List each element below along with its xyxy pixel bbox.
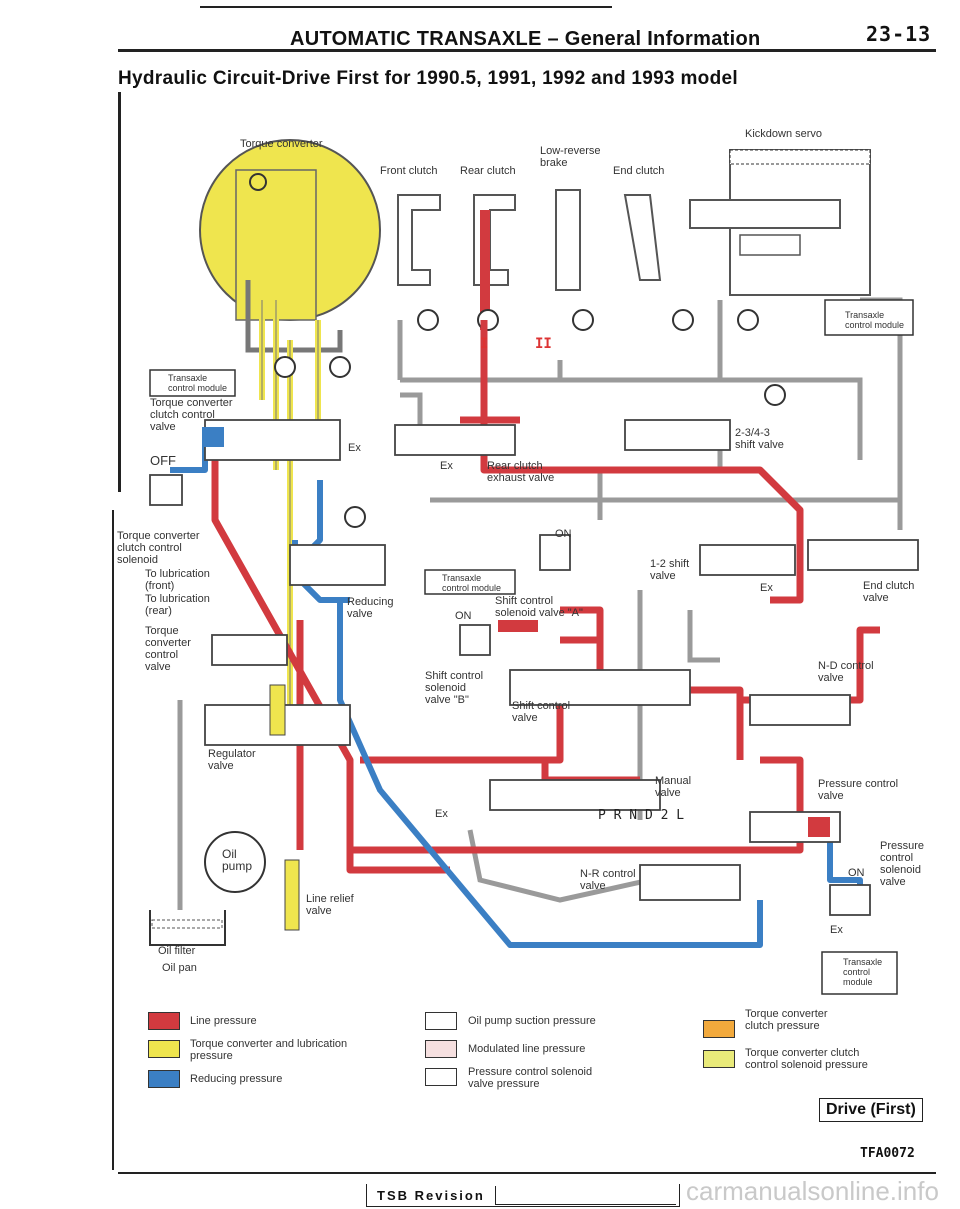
figure-code: TFA0072 <box>860 1146 915 1161</box>
legend-swatch-line <box>148 1012 180 1030</box>
legend-swatch-lubrication <box>148 1040 180 1058</box>
margin-bar-lower <box>112 510 114 1170</box>
label-ex-1: Ex <box>348 442 361 454</box>
label-low-reverse-brake: Low-reverse brake <box>540 145 601 169</box>
label-line-relief-valve: Line relief valve <box>306 893 354 917</box>
label-ex-5: Ex <box>830 924 843 936</box>
label-oil-filter: Oil filter <box>158 945 196 957</box>
label-lubrication-rear: To lubrication (rear) <box>145 593 210 617</box>
page-title: Hydraulic Circuit-Drive First for 1990.5… <box>118 68 738 89</box>
marker-roman-one: I <box>480 336 489 352</box>
section-header: AUTOMATIC TRANSAXLE – General Informatio… <box>290 28 761 50</box>
legend-swatch-tcc-solenoid <box>703 1050 735 1068</box>
label-reducing-valve: Reducing valve <box>347 596 394 620</box>
legend-swatch-modulated <box>425 1040 457 1058</box>
top-rule <box>200 6 612 8</box>
label-pressure-control-valve: Pressure control valve <box>818 778 899 802</box>
legend-swatch-reducing <box>148 1070 180 1088</box>
label-pc-solenoid: Pressure control solenoid valve <box>880 840 925 888</box>
label-oil-pan: Oil pan <box>162 962 197 974</box>
label-front-clutch: Front clutch <box>380 165 438 177</box>
label-tcm-mid: Transaxle control module <box>442 573 502 593</box>
label-ex-3: Ex <box>760 582 773 594</box>
page-number: 23-13 <box>866 22 932 46</box>
hydraulic-circuit-diagram <box>149 139 919 995</box>
label-end-clutch: End clutch <box>613 165 665 177</box>
margin-bar <box>118 92 121 492</box>
label-nd-control-valve: N-D control valve <box>818 660 874 684</box>
label-regulator-valve: Regulator valve <box>208 748 256 772</box>
legend-label-tcc: Torque converter clutch pressure <box>745 1008 828 1032</box>
legend-label-tcc-solenoid: Torque converter clutch control solenoid… <box>745 1047 868 1071</box>
label-tc-control-valve: Torque converter control valve <box>145 625 191 673</box>
label-ex-4: Ex <box>435 808 448 820</box>
label-shift-control-valve: Shift control valve <box>512 700 571 724</box>
label-on-b: ON <box>455 610 472 622</box>
tsb-revision-field <box>495 1186 676 1205</box>
legend-label-line: Line pressure <box>190 1015 257 1027</box>
label-shift-solenoid-a: Shift control solenoid valve "A" <box>495 595 583 619</box>
tsb-revision-box: TSB Revision <box>366 1184 680 1207</box>
label-on-a: ON <box>555 528 572 540</box>
label-tcm-top: Transaxle control module <box>845 310 905 330</box>
legend-label-lubrication: Torque converter and lubrication pressur… <box>190 1038 348 1062</box>
label-tcm-bottom: Transaxle control module <box>843 957 883 987</box>
label-prnd: P R N D 2 L <box>598 808 685 823</box>
label-off: OFF <box>150 453 176 468</box>
label-ex-2: Ex <box>440 460 453 472</box>
label-rear-clutch-exhaust: Rear clutch exhaust valve <box>487 460 555 484</box>
label-end-clutch-valve: End clutch valve <box>863 580 915 604</box>
legend-label-pc-solenoid: Pressure control solenoid valve pressure <box>468 1066 593 1090</box>
label-nr-control-valve: N-R control valve <box>580 868 636 892</box>
legend-swatch-tcc <box>703 1020 735 1038</box>
label-tcc-control-valve: Torque converter clutch control valve <box>150 397 233 433</box>
label-manual-valve: Manual valve <box>655 775 692 799</box>
legend-label-modulated: Modulated line pressure <box>468 1043 586 1055</box>
oil-pump <box>204 831 266 893</box>
label-rear-clutch: Rear clutch <box>460 165 516 177</box>
label-on-c: ON <box>848 867 865 879</box>
label-shift-234: 2-3/4-3 shift valve <box>735 427 784 451</box>
label-kickdown-servo: Kickdown servo <box>745 128 823 140</box>
footer-rule <box>118 1172 936 1174</box>
tsb-revision-label: TSB Revision <box>377 1188 485 1203</box>
legend-swatch-pc-solenoid <box>425 1068 457 1086</box>
label-tcm-left: Transaxle control module <box>168 373 228 393</box>
label-shift-12: 1-2 shift valve <box>650 558 690 582</box>
legend-label-suction: Oil pump suction pressure <box>468 1015 596 1027</box>
label-shift-solenoid-b: Shift control solenoid valve "B" <box>425 670 484 706</box>
legend-label-reducing: Reducing pressure <box>190 1073 283 1085</box>
label-oil-pump: Oil pump <box>222 847 253 873</box>
header-rule <box>118 49 936 52</box>
label-lubrication-front: To lubrication (front) <box>145 568 210 592</box>
watermark: carmanualsonline.info <box>686 1176 939 1206</box>
marker-roman-two: II <box>535 336 552 352</box>
label-tcc-solenoid: Torque converter clutch control solenoid <box>117 530 200 566</box>
label-torque-converter: Torque converter <box>240 138 323 150</box>
legend-swatch-suction <box>425 1012 457 1030</box>
mode-label: Drive (First) <box>819 1098 923 1122</box>
